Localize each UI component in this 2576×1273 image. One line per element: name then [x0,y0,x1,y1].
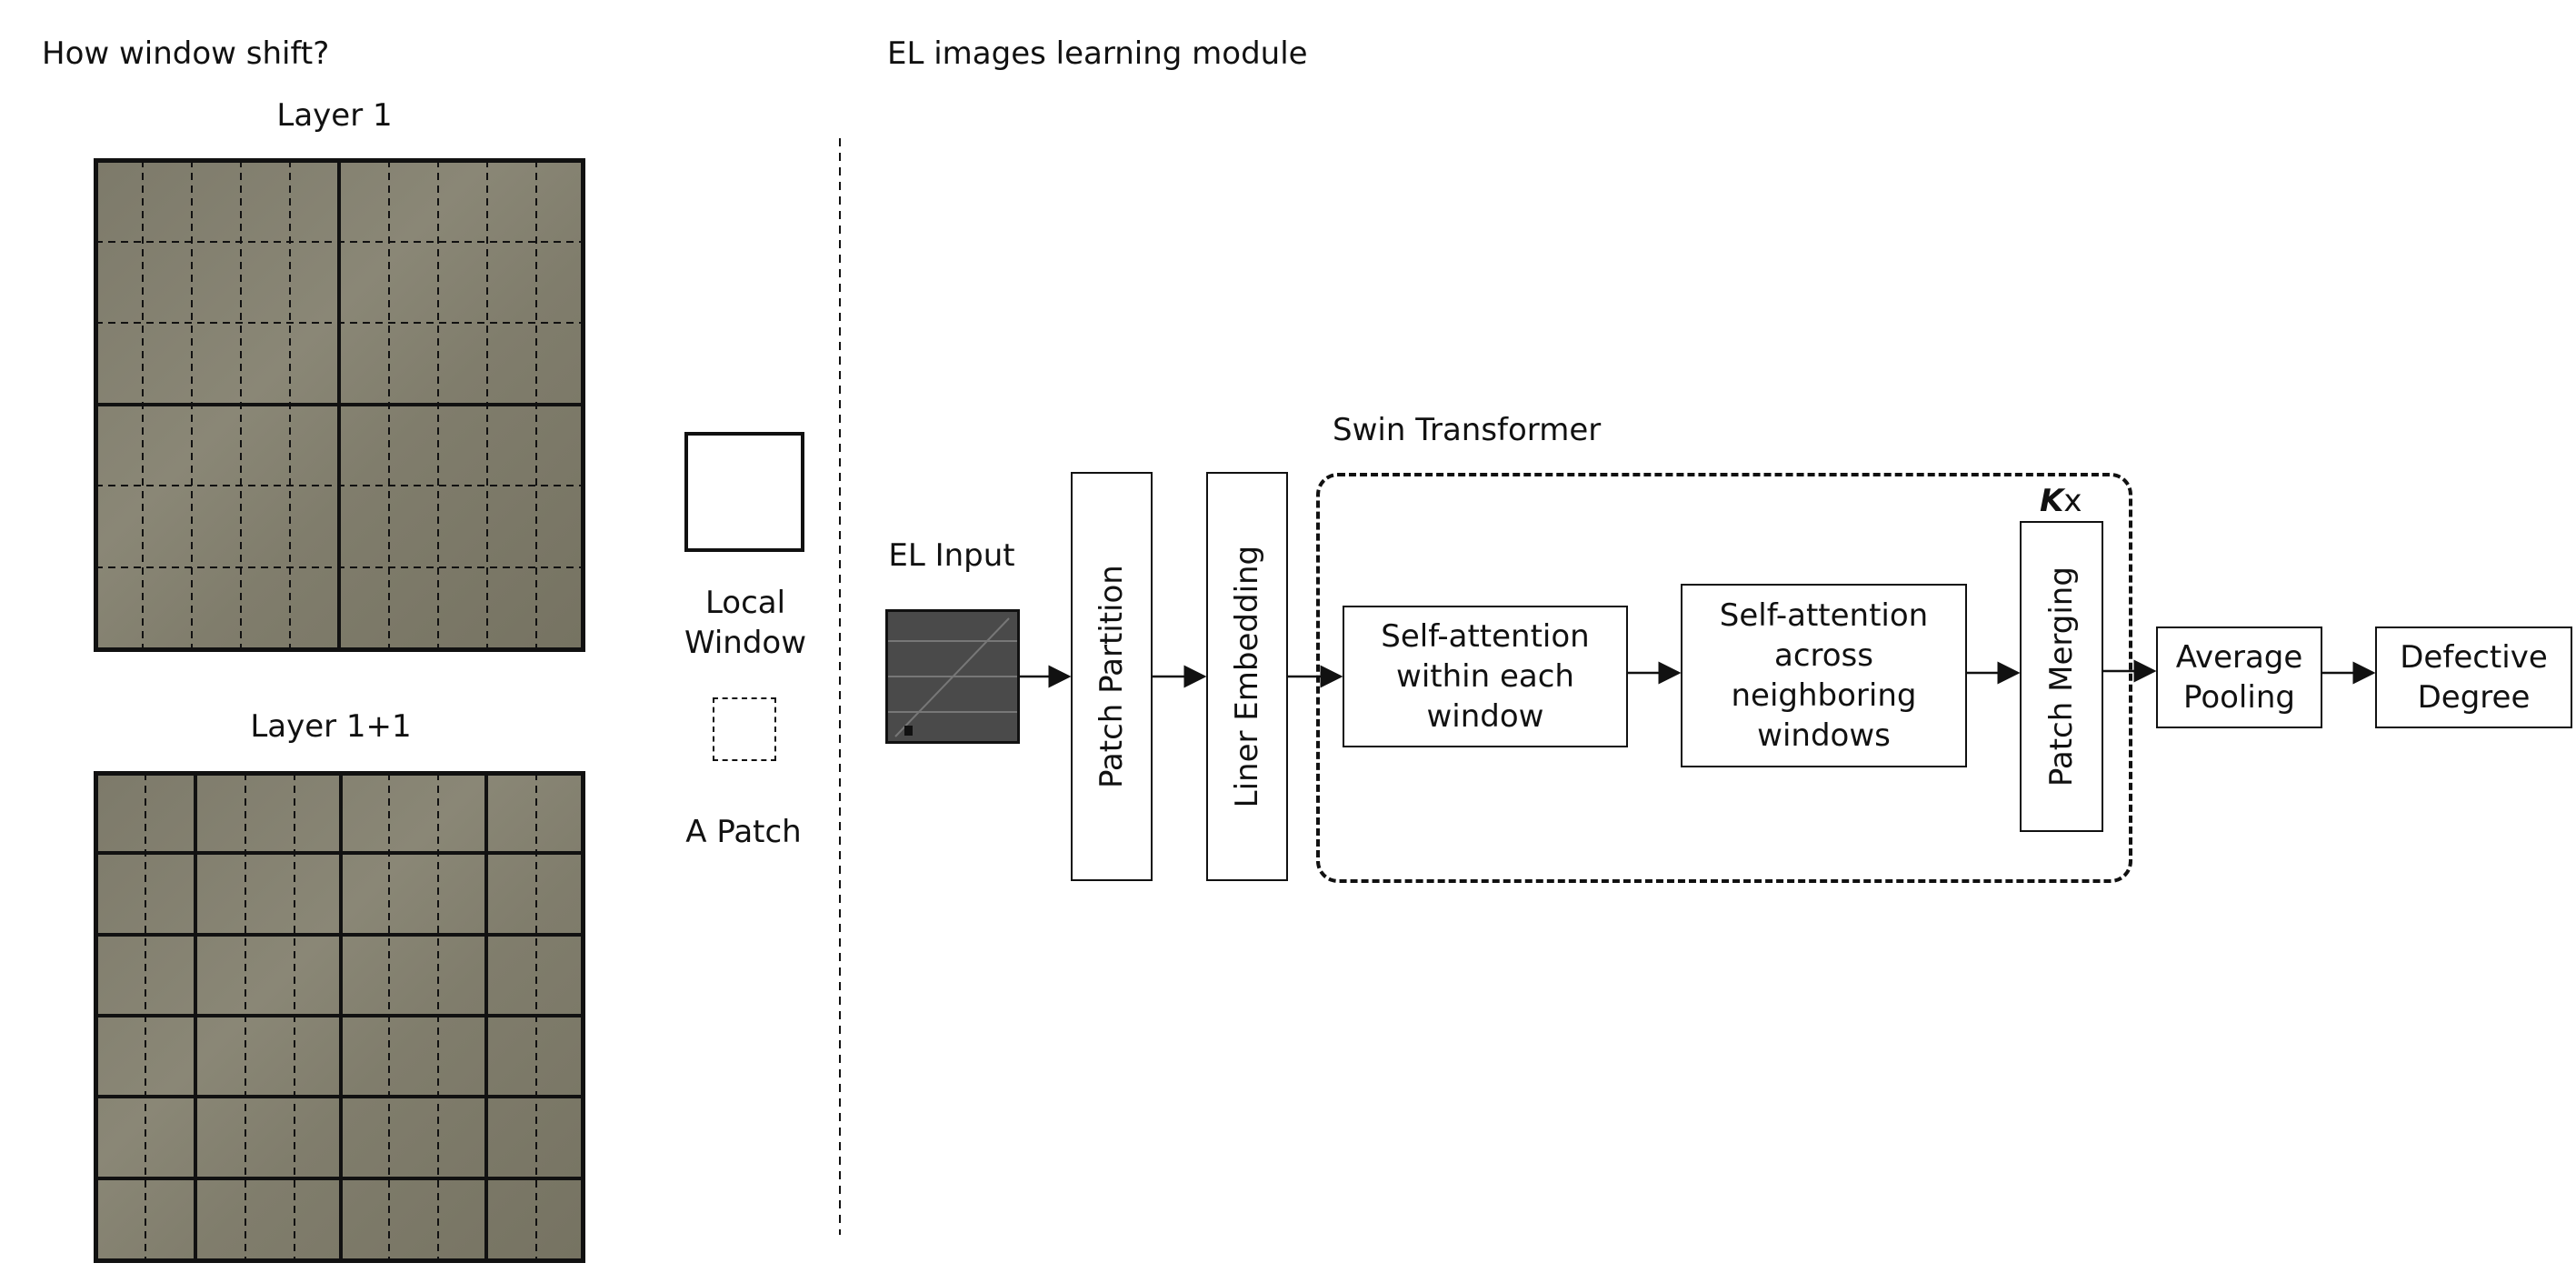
defective-degree-line2: Degree [2417,679,2531,716]
repeat-count-k: K [2040,483,2064,519]
el-input-label: EL Input [888,537,1015,574]
self-attention-within-block: Self-attention within each window [1343,606,1628,747]
average-pooling-line2: Pooling [2183,679,2295,716]
self-attention-across-block: Self-attention across neighboring window… [1681,584,1967,767]
repeat-count-x: x [2063,483,2082,519]
self-attention-within-line2: within each [1396,657,1574,695]
patch-partition-block: Patch Partition [1071,472,1153,881]
patch-swatch [713,697,776,761]
liner-embedding-block: Liner Embedding [1206,472,1288,881]
local-window-label-line2: Window [684,625,807,661]
repeat-count-label: Kx [2040,482,2082,521]
self-attention-across-line4: windows [1757,717,1891,755]
self-attention-within-line1: Self-attention [1381,617,1590,655]
self-attention-across-line3: neighboring [1731,677,1917,714]
patch-label: A Patch [685,814,802,850]
local-window-label-line1: Local [704,585,786,621]
layer2-label: Layer 1+1 [250,708,412,745]
learning-module-heading: EL images learning module [887,35,1308,72]
swin-transformer-label: Swin Transformer [1333,412,1602,448]
self-attention-within-line3: window [1426,698,1544,736]
self-attention-across-line1: Self-attention [1719,596,1929,634]
patch-merging-block: Patch Merging [2020,521,2103,832]
layer1-label: Layer 1 [276,97,393,134]
average-pooling-block: Average Pooling [2156,626,2322,728]
local-window-swatch [684,432,804,552]
self-attention-across-line2: across [1774,636,1873,674]
window-shift-heading: How window shift? [42,35,330,72]
defective-degree-line1: Defective [2400,638,2548,676]
swin-transformer-container [1316,473,2132,883]
average-pooling-line1: Average [2175,638,2303,676]
defective-degree-block: Defective Degree [2375,626,2572,728]
